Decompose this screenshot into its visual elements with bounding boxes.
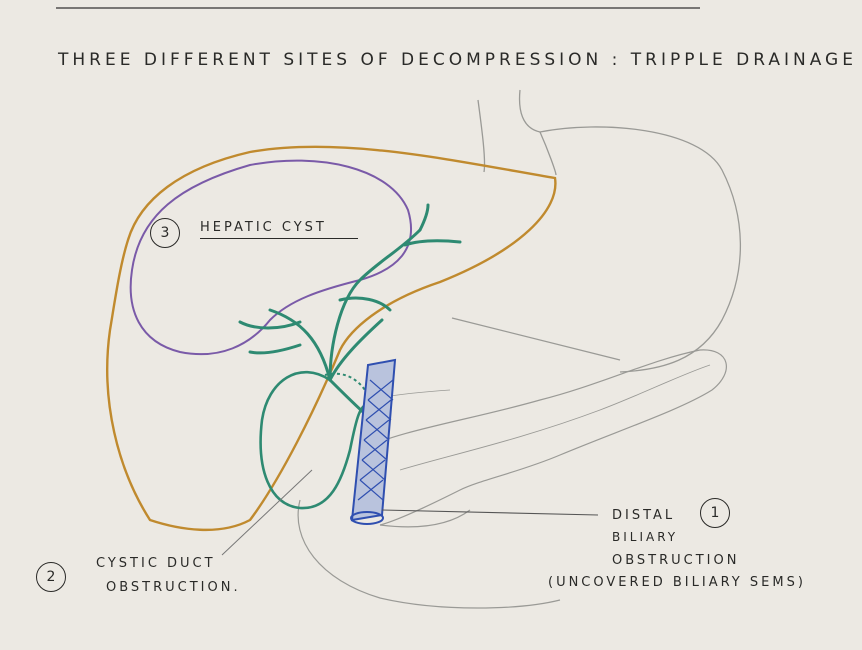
distal-label-line-4: (UNCOVERED BILIARY SEMS) — [548, 575, 806, 590]
distal-label-line-2: BILIARY — [612, 530, 678, 544]
hepatic-cyst-underline — [200, 238, 358, 239]
hepatic-cyst-outline — [131, 161, 411, 355]
hepatic-cyst-label: HEPATIC CYST — [200, 220, 327, 235]
distal-pointer-line — [382, 510, 598, 515]
cystic-duct-label-line-1: CYSTIC DUCT — [96, 556, 216, 571]
distal-label-line-3: OBSTRUCTION — [612, 553, 739, 568]
stomach-pencil-outline — [452, 90, 740, 372]
cystic-duct-label-line-2: OBSTRUCTION. — [106, 580, 241, 595]
label-number-3: 3 — [150, 218, 180, 248]
diagram-title: THREE DIFFERENT SITES OF DECOMPRESSION :… — [58, 50, 857, 70]
liver-outline — [107, 147, 555, 530]
label-number-1: 1 — [700, 498, 730, 528]
biliary-stent — [351, 360, 395, 524]
distal-label-line-1: DISTAL — [612, 508, 675, 523]
label-number-2: 2 — [36, 562, 66, 592]
